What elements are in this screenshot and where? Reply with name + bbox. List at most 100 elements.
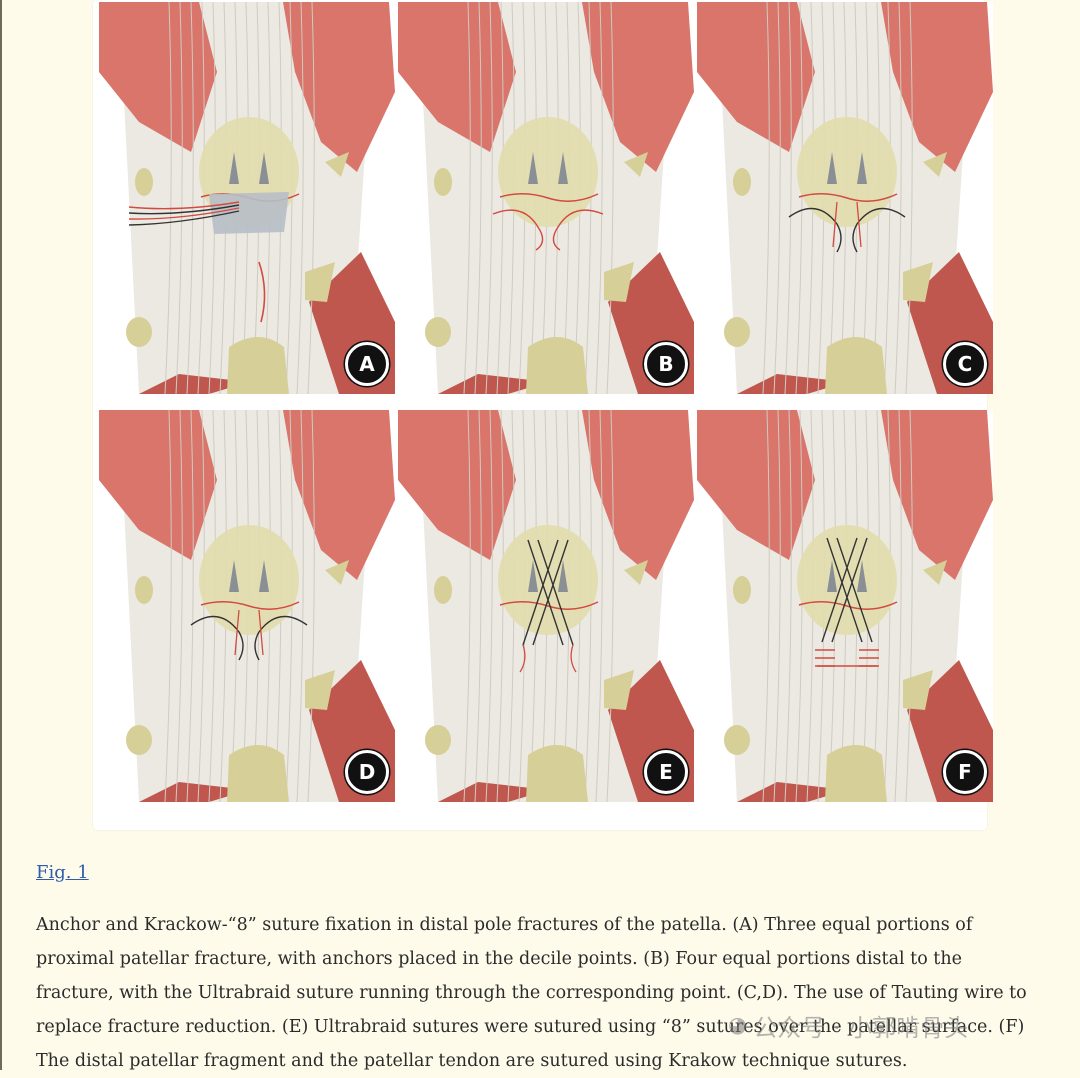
bone-lateral <box>923 560 947 585</box>
tendon-fibre <box>485 410 493 802</box>
panel-a: A <box>99 2 395 394</box>
tendon-fibre <box>164 2 172 394</box>
tendon-fibre <box>307 410 315 802</box>
suture-strand <box>258 261 266 323</box>
patella <box>498 525 598 635</box>
tauting-wire <box>852 207 906 253</box>
anchor-implant <box>558 560 568 592</box>
tendon-fibre <box>606 410 614 802</box>
bone-medial-lower <box>724 725 750 755</box>
vastus-medialis <box>697 410 815 560</box>
figure-8-suture <box>821 537 873 643</box>
patella <box>199 525 299 635</box>
knee-illustration <box>697 2 993 394</box>
tendon-fibre <box>307 2 315 394</box>
tendon-fibre <box>296 2 304 394</box>
tendon-fibre <box>485 2 493 394</box>
bone-lateral <box>624 152 648 177</box>
panel-b: B <box>398 2 694 394</box>
vastus-medialis <box>398 410 516 560</box>
suture-strand <box>519 644 577 673</box>
figure-link[interactable]: Fig. 1 <box>36 862 89 883</box>
tendon-fibre <box>606 2 614 394</box>
vastus-lateralis <box>582 2 694 172</box>
figure-caption: Anchor and Krackow-“8” suture fixation i… <box>36 915 1027 1071</box>
patella <box>498 117 598 227</box>
suture-strand <box>128 204 240 215</box>
knee-illustration <box>398 410 694 802</box>
lower-muscle-left <box>438 374 548 394</box>
vastus-medialis <box>697 2 815 152</box>
fracture-line <box>499 601 599 610</box>
bone-medial <box>733 168 751 196</box>
bone-lateral-lower <box>604 262 634 302</box>
tendon-fibre <box>894 2 902 394</box>
bone-lateral <box>624 560 648 585</box>
fracture-line <box>798 601 898 610</box>
panel-label-e: E <box>644 750 688 794</box>
tendon-fibre <box>773 410 781 802</box>
tibial-tubercle <box>825 745 887 802</box>
bone-medial-lower <box>724 317 750 347</box>
tendon-fibre <box>186 410 194 802</box>
anchor-implant <box>857 560 867 592</box>
anchor-implant <box>558 152 568 184</box>
lower-muscle-left <box>438 782 548 802</box>
anchor-implant <box>259 560 269 592</box>
tendon-fibre <box>186 2 194 394</box>
anchor-implant <box>229 560 239 592</box>
suture-strand <box>832 201 838 248</box>
vastus-lateralis <box>283 410 395 580</box>
tendon-fibre <box>762 2 770 394</box>
anchor-implant <box>827 152 837 184</box>
knee-illustration <box>99 410 395 802</box>
bone-medial-lower <box>425 725 451 755</box>
vastus-medialis <box>99 2 217 152</box>
tendon-fibre <box>905 2 913 394</box>
bone-lateral-lower <box>903 262 933 302</box>
tibial-tubercle <box>526 337 588 394</box>
vastus-lateralis <box>283 2 395 172</box>
suture-strand <box>234 609 240 656</box>
bone-lateral-lower <box>903 670 933 710</box>
bone-medial <box>434 168 452 196</box>
bone-lateral <box>325 560 349 585</box>
tendon-fibre <box>296 410 304 802</box>
vastus-medialis <box>99 410 217 560</box>
panel-c: C <box>697 2 993 394</box>
vastus-medialis <box>398 2 516 152</box>
panel-d: D <box>99 410 395 802</box>
tibial-tubercle <box>825 337 887 394</box>
anchor-implant <box>528 152 538 184</box>
anchor-implant <box>827 560 837 592</box>
patella <box>797 117 897 227</box>
bone-medial <box>733 576 751 604</box>
anchor-implant <box>857 152 867 184</box>
window-edge <box>0 0 2 1070</box>
bone-medial <box>434 576 452 604</box>
bone-medial-lower <box>126 725 152 755</box>
panel-f: F <box>697 410 993 802</box>
vastus-lateralis <box>881 2 993 172</box>
suture-strand <box>492 209 544 251</box>
panel-label-f: F <box>943 750 987 794</box>
panel-e: E <box>398 410 694 802</box>
tendon-fibre <box>595 2 603 394</box>
fracture-line <box>499 193 599 202</box>
lower-muscle-left <box>139 374 249 394</box>
tendon-fibre <box>474 410 482 802</box>
tauting-wire <box>254 615 308 661</box>
tendon-fibre <box>784 410 792 802</box>
suture-strand <box>128 207 240 220</box>
panel-label-d: D <box>345 750 389 794</box>
vastus-lateralis <box>881 410 993 580</box>
panel-label-b: B <box>644 342 688 386</box>
figure-8-suture <box>522 539 574 646</box>
bone-medial-lower <box>425 317 451 347</box>
anchor-implant <box>528 560 538 592</box>
tibial-tubercle <box>227 745 289 802</box>
bone-lateral-lower <box>604 670 634 710</box>
tendon-fibre <box>175 410 183 802</box>
fracture-line <box>200 601 300 610</box>
